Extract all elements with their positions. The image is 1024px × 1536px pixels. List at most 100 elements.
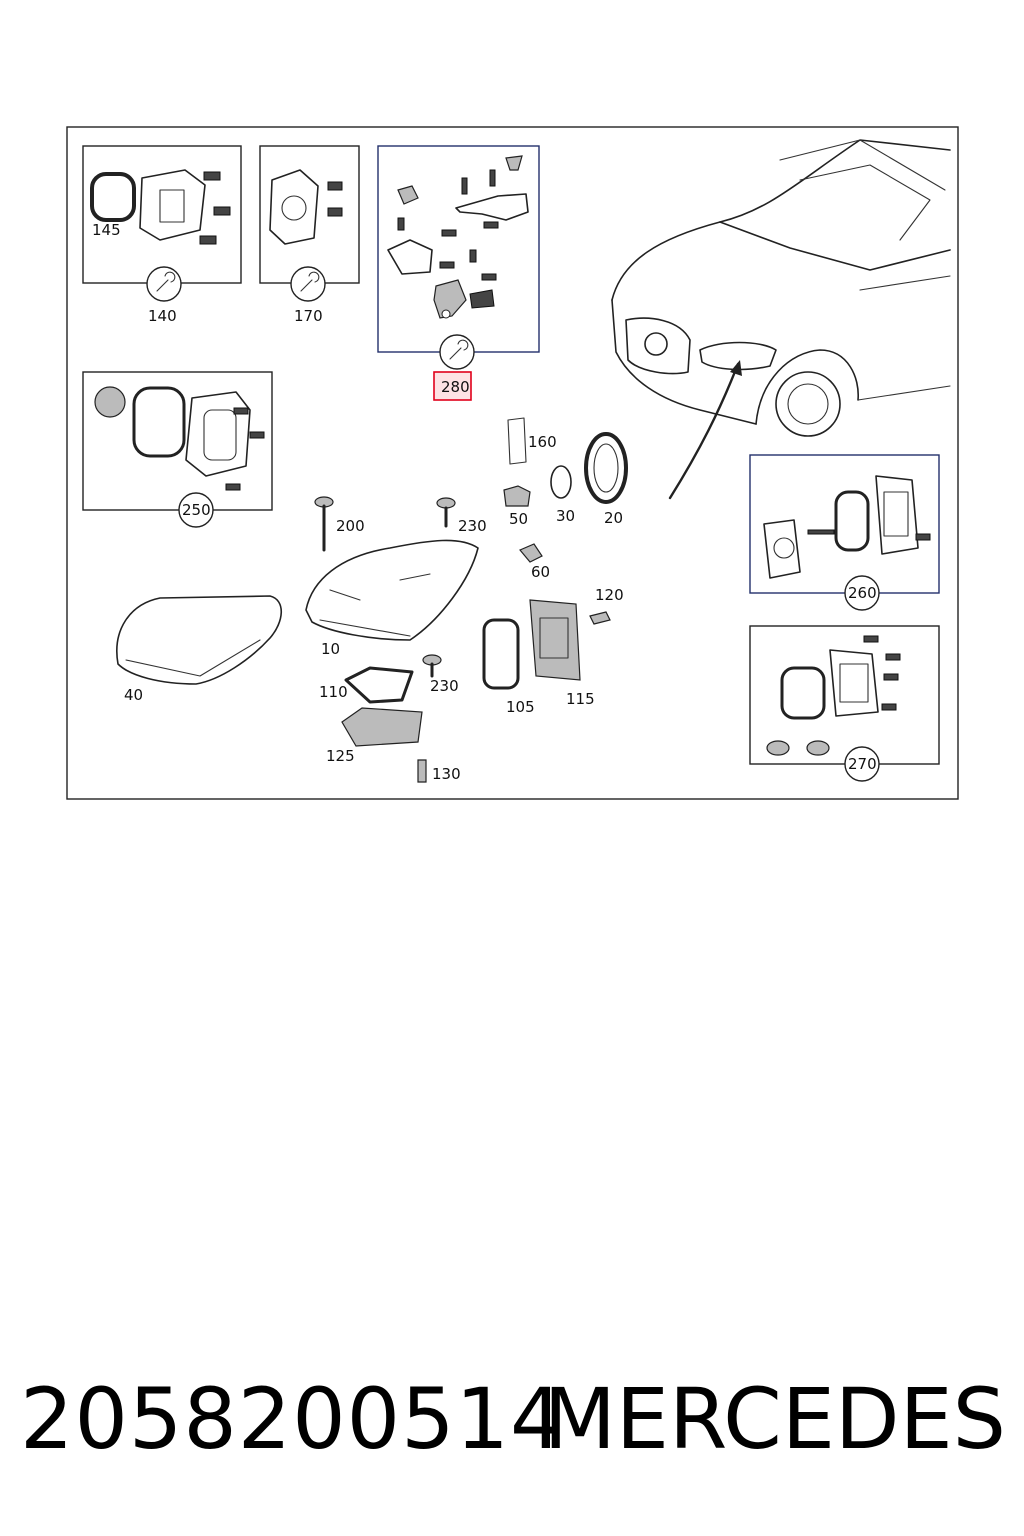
brand-name: MERCEDES [543, 1370, 1006, 1468]
screw-icon [397, 217, 405, 231]
screw-icon [233, 407, 249, 415]
car-illustration [611, 139, 951, 500]
callout-260: 260 [848, 584, 877, 602]
lever-arm [455, 193, 529, 221]
callout-120: 120 [595, 586, 624, 604]
callout-250: 250 [182, 501, 211, 519]
label-sticker-160 [507, 417, 527, 465]
gasket-105 [482, 618, 520, 690]
screw-icon [483, 221, 499, 229]
car-grille [625, 317, 691, 375]
screw-icon [225, 483, 241, 491]
callout-50: 50 [509, 510, 528, 528]
mount-block [387, 239, 433, 275]
kit-250-box [82, 371, 273, 511]
control-unit-window [539, 617, 569, 659]
car-door-line [859, 275, 951, 291]
callout-110: 110 [319, 683, 348, 701]
car-wheel-arch [755, 349, 859, 425]
screw-icon [461, 177, 468, 195]
car-rim [787, 383, 829, 425]
kit-270-group: 270 [749, 625, 940, 782]
callout-115: 115 [566, 690, 595, 708]
callout-145: 145 [92, 221, 121, 239]
callout-170: 170 [294, 307, 323, 325]
pointer-arrow [668, 362, 740, 500]
screw-icon [883, 673, 899, 681]
screw-icon [441, 229, 457, 237]
callout-200: 200 [336, 517, 365, 535]
nut-icon [505, 155, 523, 171]
headlamp-10 [305, 539, 479, 641]
car-windshield-base [719, 221, 951, 271]
gasket-250 [132, 386, 186, 458]
nut-icon [397, 185, 419, 205]
bracket-hole [281, 195, 307, 221]
wrench-icon [156, 271, 176, 292]
kit-260-group: 260 [749, 454, 940, 611]
callout-10: 10 [321, 640, 340, 658]
control-unit-115 [529, 599, 581, 681]
footer-caption: 2058200514 MERCEDES [20, 1370, 1010, 1470]
screw-icon [881, 703, 897, 711]
car-front-line [611, 299, 757, 425]
car-sill [857, 385, 951, 401]
callout-130: 130 [432, 765, 461, 783]
module-parts-group: 110 105 115 125 [319, 599, 595, 765]
motor-260-hole [773, 537, 795, 559]
headlamp-10-detail [319, 573, 431, 637]
cap-icon [806, 740, 830, 756]
kit-140-group: 145 140 [82, 145, 242, 325]
screw-icon [807, 529, 835, 535]
screw-icon [885, 653, 901, 661]
callout-230-top: 230 [458, 517, 487, 535]
cap-30 [550, 465, 572, 499]
kit-280-box [377, 145, 540, 353]
cap-icon [766, 740, 790, 756]
clip-hole [441, 309, 451, 319]
frame-250 [185, 391, 251, 477]
callout-280[interactable]: 280 [441, 378, 470, 396]
screw-icon [489, 169, 496, 187]
module-window [159, 189, 185, 223]
frame-270 [829, 649, 879, 717]
car-roof-line [779, 139, 946, 191]
frame-window [203, 409, 237, 461]
screw-icon [203, 171, 221, 181]
kit-250-group: 250 [82, 371, 273, 528]
car-windshield [799, 164, 931, 241]
frame-260 [875, 475, 919, 555]
seal-ring-145 [90, 172, 136, 222]
bolt-icon [469, 289, 495, 309]
car-headlight [699, 341, 777, 371]
part-number: 2058200514 [20, 1370, 565, 1468]
bulb-60 [519, 543, 543, 563]
callout-270: 270 [848, 755, 877, 773]
wrench-badge [844, 746, 880, 782]
callout-30: 30 [556, 507, 575, 525]
screw-icon [481, 273, 497, 281]
screw-icon [439, 261, 455, 269]
wrench-badge [844, 575, 880, 611]
bulb-parts-group: 160 50 30 20 60 [503, 417, 628, 581]
housing-40-detail [125, 639, 261, 677]
screw-icon [249, 431, 265, 439]
gasket-110 [344, 666, 414, 704]
bracket-170 [269, 169, 319, 245]
callout-230-bottom: 230 [430, 677, 459, 695]
kit-260-box [749, 454, 940, 594]
screw-icon [327, 207, 343, 217]
ballast-125 [341, 707, 423, 747]
headlamp-parts-group: 10 40 [116, 539, 479, 704]
bulb-50 [503, 485, 531, 507]
screw-120 [589, 611, 611, 625]
screw-parts-group: 200 230 230 120 130 [314, 496, 624, 783]
screw-130 [417, 759, 427, 783]
highlight-280[interactable] [433, 371, 472, 401]
housing-40 [116, 595, 283, 685]
callout-60: 60 [531, 563, 550, 581]
screw-icon [863, 635, 879, 643]
callout-20: 20 [604, 509, 623, 527]
kit-280-group: 280 [377, 145, 540, 401]
